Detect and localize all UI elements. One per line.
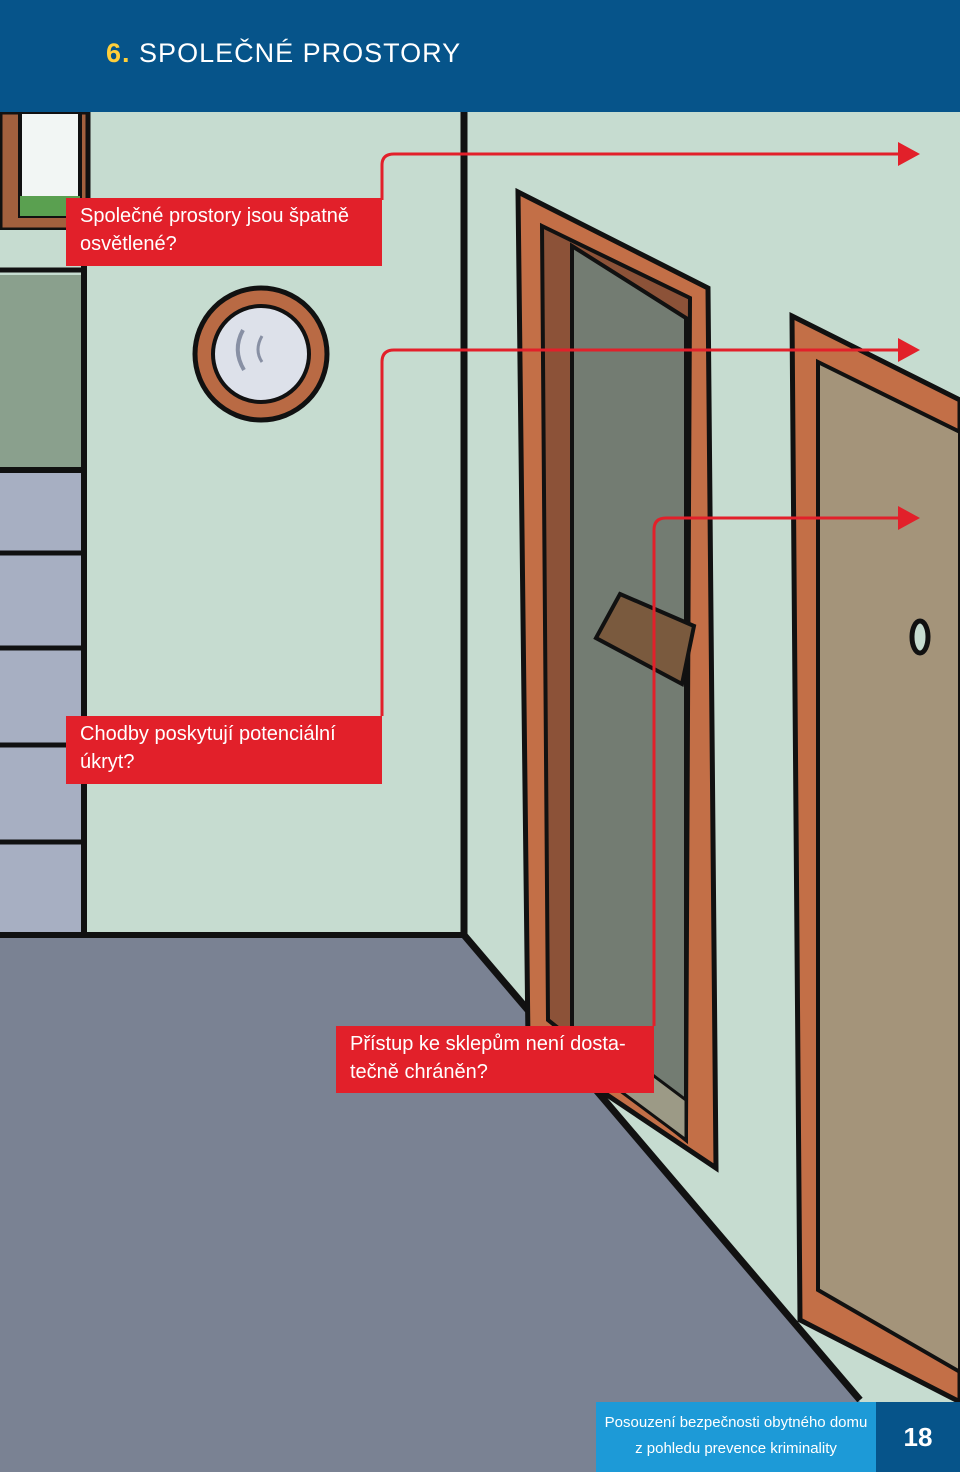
- page-header: 6. SPOLEČNÉ PROSTORY: [0, 0, 960, 112]
- page-number: 18: [876, 1402, 960, 1472]
- callout-hiding-line1: Chodby poskytují potenciální: [80, 723, 336, 745]
- footer-line2: z pohledu prevence kriminality: [635, 1440, 837, 1457]
- footer-line1: Posouzení bezpečnosti obytného domu: [604, 1414, 868, 1431]
- footer-title: Posouzení bezpečnosti obytného domu z po…: [596, 1402, 876, 1472]
- callout-lighting-line2: osvětlené?: [80, 233, 177, 255]
- callout-lighting-line1: Společné prostory jsou špatně: [80, 205, 350, 227]
- callout-lighting: Společné prostory jsou špatně osvětlené?: [66, 198, 382, 266]
- callout-cellar-line2: tečně chráněn?: [350, 1061, 488, 1083]
- callout-hiding: Chodby poskytují potenciální úkryt?: [66, 716, 382, 784]
- section-name: SPOLEČNÉ PROSTORY: [139, 38, 462, 68]
- callout-hiding-line2: úkryt?: [80, 751, 135, 773]
- callout-cellar-access: Přístup ke sklepům není dosta- tečně chr…: [336, 1026, 654, 1093]
- section-title: 6. SPOLEČNÉ PROSTORY: [106, 38, 461, 69]
- section-number: 6.: [106, 38, 131, 68]
- callout-cellar-line1: Přístup ke sklepům není dosta-: [350, 1033, 626, 1055]
- hallway-illustration: [0, 112, 960, 1472]
